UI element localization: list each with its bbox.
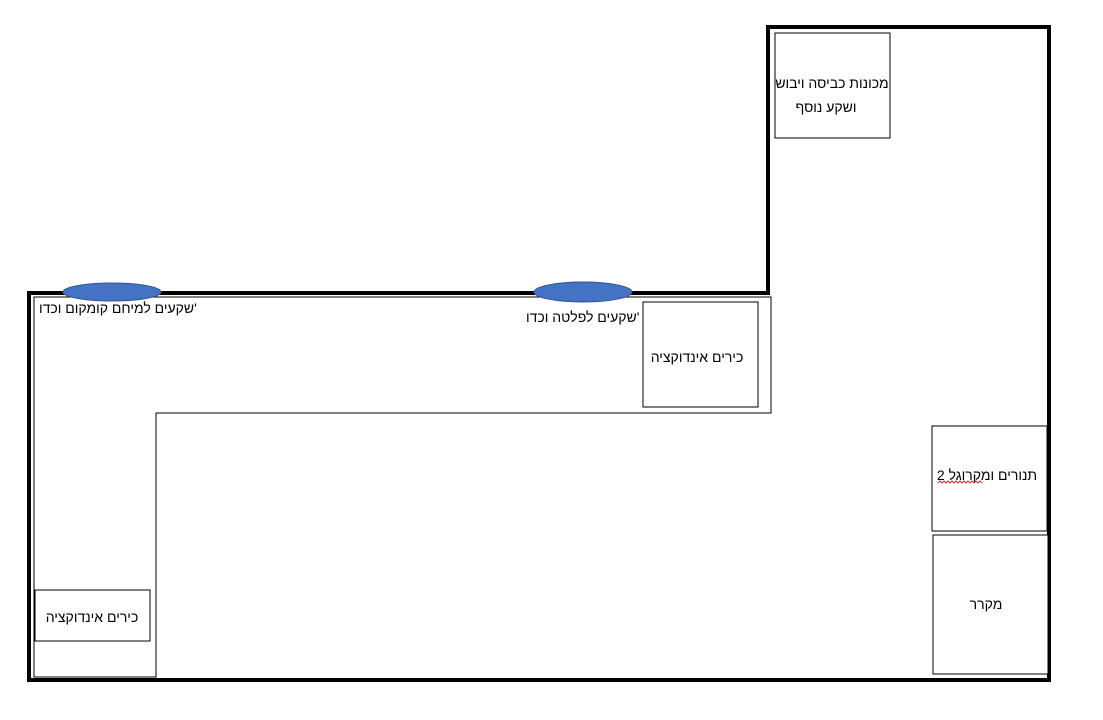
socket-ellipse-icon — [533, 281, 633, 303]
socket-left — [62, 282, 162, 302]
washer-label-line2: ושקע נוסף — [795, 99, 856, 115]
fridge-label: מקרר — [970, 596, 1003, 612]
outer-wall — [27, 25, 1051, 682]
counter-outline — [33, 296, 772, 678]
induction-bottom-box — [34, 589, 151, 642]
fridge-box — [932, 534, 1049, 675]
washer-box — [774, 32, 891, 139]
ovens-label: 2 תנורים ומקרוגל — [937, 467, 1037, 483]
socket-ellipse-icon — [62, 282, 162, 302]
socket-center-label: שקעים לפלטה וכדו' — [526, 309, 639, 325]
induction-bottom-label: כירים אינדוקציה — [46, 609, 139, 625]
socket-left-label: שקעים למיחם קומקום וכדו' — [39, 300, 197, 316]
induction-top-box — [642, 301, 759, 408]
washer-label-line1: מכונות כביסה ויבוש — [775, 75, 888, 91]
socket-center — [533, 281, 633, 303]
spellcheck-underline — [937, 480, 983, 484]
ovens-box — [931, 425, 1048, 532]
induction-top-label: כירים אינדוקציה — [651, 349, 744, 365]
